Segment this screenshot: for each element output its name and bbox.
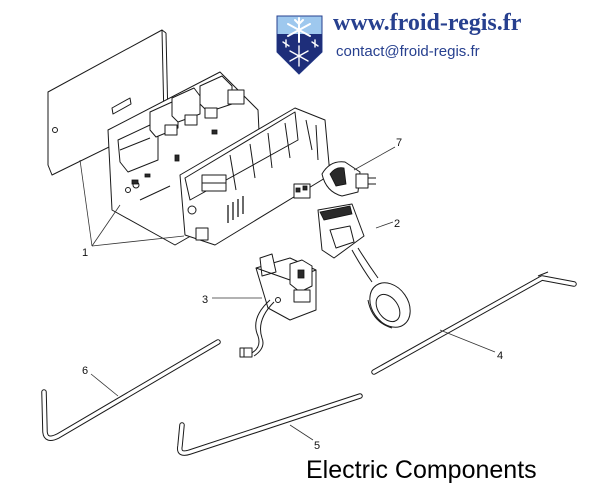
part-3-bracket-switch [239, 253, 317, 358]
callout-1: 1 [82, 247, 88, 259]
part-7-plug-connector [321, 161, 376, 197]
callout-2: 2 [394, 218, 400, 230]
leader-lines [79, 146, 496, 441]
callout-7: 7 [396, 137, 402, 149]
part-5-bent-rod [176, 393, 363, 456]
callout-5: 5 [314, 440, 320, 452]
snowflake-logo-icon [276, 15, 323, 75]
contact-email[interactable]: contact@froid-regis.fr [336, 43, 480, 60]
part-2-thermostat [317, 203, 411, 329]
part-1-front-housing [179, 107, 331, 246]
part-4-long-rod [371, 271, 577, 375]
callout-3: 3 [202, 294, 208, 306]
site-url[interactable]: www.froid-regis.fr [333, 10, 522, 36]
diagram-caption: Electric Components [306, 456, 537, 484]
callout-4: 4 [497, 350, 503, 362]
part-6-bent-rod [41, 339, 221, 441]
part-1-back-panel [47, 29, 169, 176]
callout-6: 6 [82, 365, 88, 377]
